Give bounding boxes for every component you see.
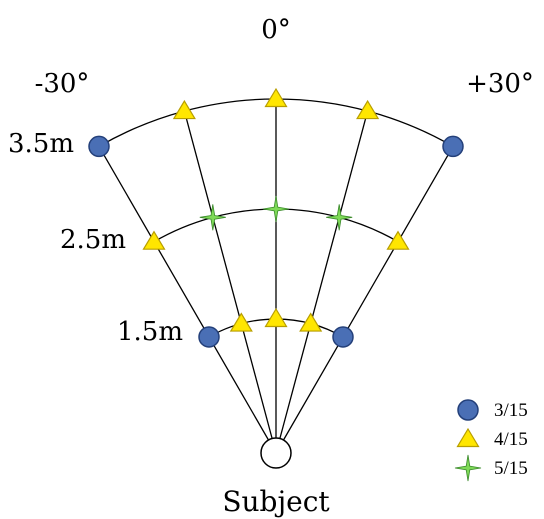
radial-line [183, 110, 277, 454]
radius-label-middle: 2.5m [60, 225, 126, 255]
position-markers [88, 87, 464, 348]
legend: 3/15 4/15 5/15 [454, 399, 528, 482]
angle-label-left: -30° [35, 69, 90, 99]
triangle-marker [264, 307, 288, 328]
radial-line [275, 146, 454, 454]
legend-label: 4/15 [494, 429, 528, 450]
triangle-marker [264, 87, 288, 108]
radius-label-outer: 3.5m [8, 129, 74, 159]
legend-label: 5/15 [494, 458, 528, 479]
star-marker [262, 195, 290, 223]
star-marker [326, 204, 353, 231]
triangle-marker [172, 99, 196, 120]
legend-label: 3/15 [494, 400, 528, 421]
triangle-marker [229, 312, 253, 332]
legend-triangle-icon [456, 427, 480, 448]
legend-circle-icon [457, 399, 479, 421]
circle-marker [442, 135, 464, 158]
radial-line [275, 110, 369, 454]
angle-label-center: 0° [261, 15, 291, 45]
circle-marker [88, 135, 110, 158]
subject-marker [260, 437, 292, 469]
star-marker [199, 204, 226, 231]
triangle-marker [299, 312, 323, 332]
triangle-marker [386, 230, 410, 250]
circle-marker [198, 326, 220, 348]
radius-label-inner: 1.5m [117, 317, 183, 347]
legend-star-icon [454, 454, 482, 482]
grid-lines [98, 98, 454, 454]
radial-line [98, 146, 277, 454]
triangle-marker [142, 230, 166, 250]
subject-label: Subject [222, 485, 330, 518]
triangle-marker [356, 99, 380, 120]
angle-label-right: +30° [466, 69, 534, 99]
circle-marker [332, 326, 354, 348]
